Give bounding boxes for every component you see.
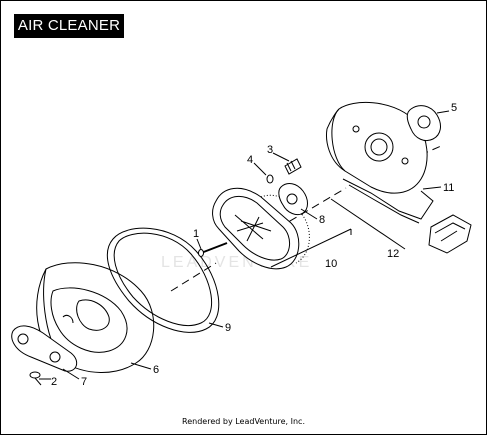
part-backplate[interactable] bbox=[326, 101, 434, 224]
footer-credit: Rendered by LeadVenture, Inc. bbox=[182, 417, 305, 426]
part-backplate-gasket[interactable] bbox=[406, 105, 441, 142]
part-breather-gasket[interactable] bbox=[278, 183, 308, 216]
callout-10: 10 bbox=[325, 258, 337, 270]
callout-5: 5 bbox=[451, 102, 457, 114]
callout-6: 6 bbox=[153, 364, 159, 376]
callout-2: 2 bbox=[51, 376, 57, 388]
part-gasket[interactable] bbox=[106, 227, 220, 333]
diagram-title: AIR CLEANER bbox=[14, 14, 124, 38]
part-bracket[interactable] bbox=[428, 214, 472, 254]
callout-11: 11 bbox=[443, 182, 454, 194]
callout-8: 8 bbox=[319, 214, 325, 226]
part-o-ring[interactable] bbox=[266, 174, 274, 184]
part-trim-plate[interactable] bbox=[11, 325, 78, 372]
callout-4: 4 bbox=[247, 154, 253, 166]
callout-1: 1 bbox=[193, 228, 199, 240]
part-bolt[interactable] bbox=[198, 242, 228, 257]
part-breather-fitting[interactable] bbox=[284, 158, 302, 175]
part-filter[interactable] bbox=[212, 187, 310, 270]
part-screw[interactable] bbox=[29, 371, 42, 386]
callout-3: 3 bbox=[267, 144, 273, 156]
callout-7: 7 bbox=[81, 376, 87, 388]
callout-9: 9 bbox=[225, 322, 231, 334]
callout-12: 12 bbox=[387, 248, 399, 260]
leader-lines bbox=[39, 110, 450, 380]
